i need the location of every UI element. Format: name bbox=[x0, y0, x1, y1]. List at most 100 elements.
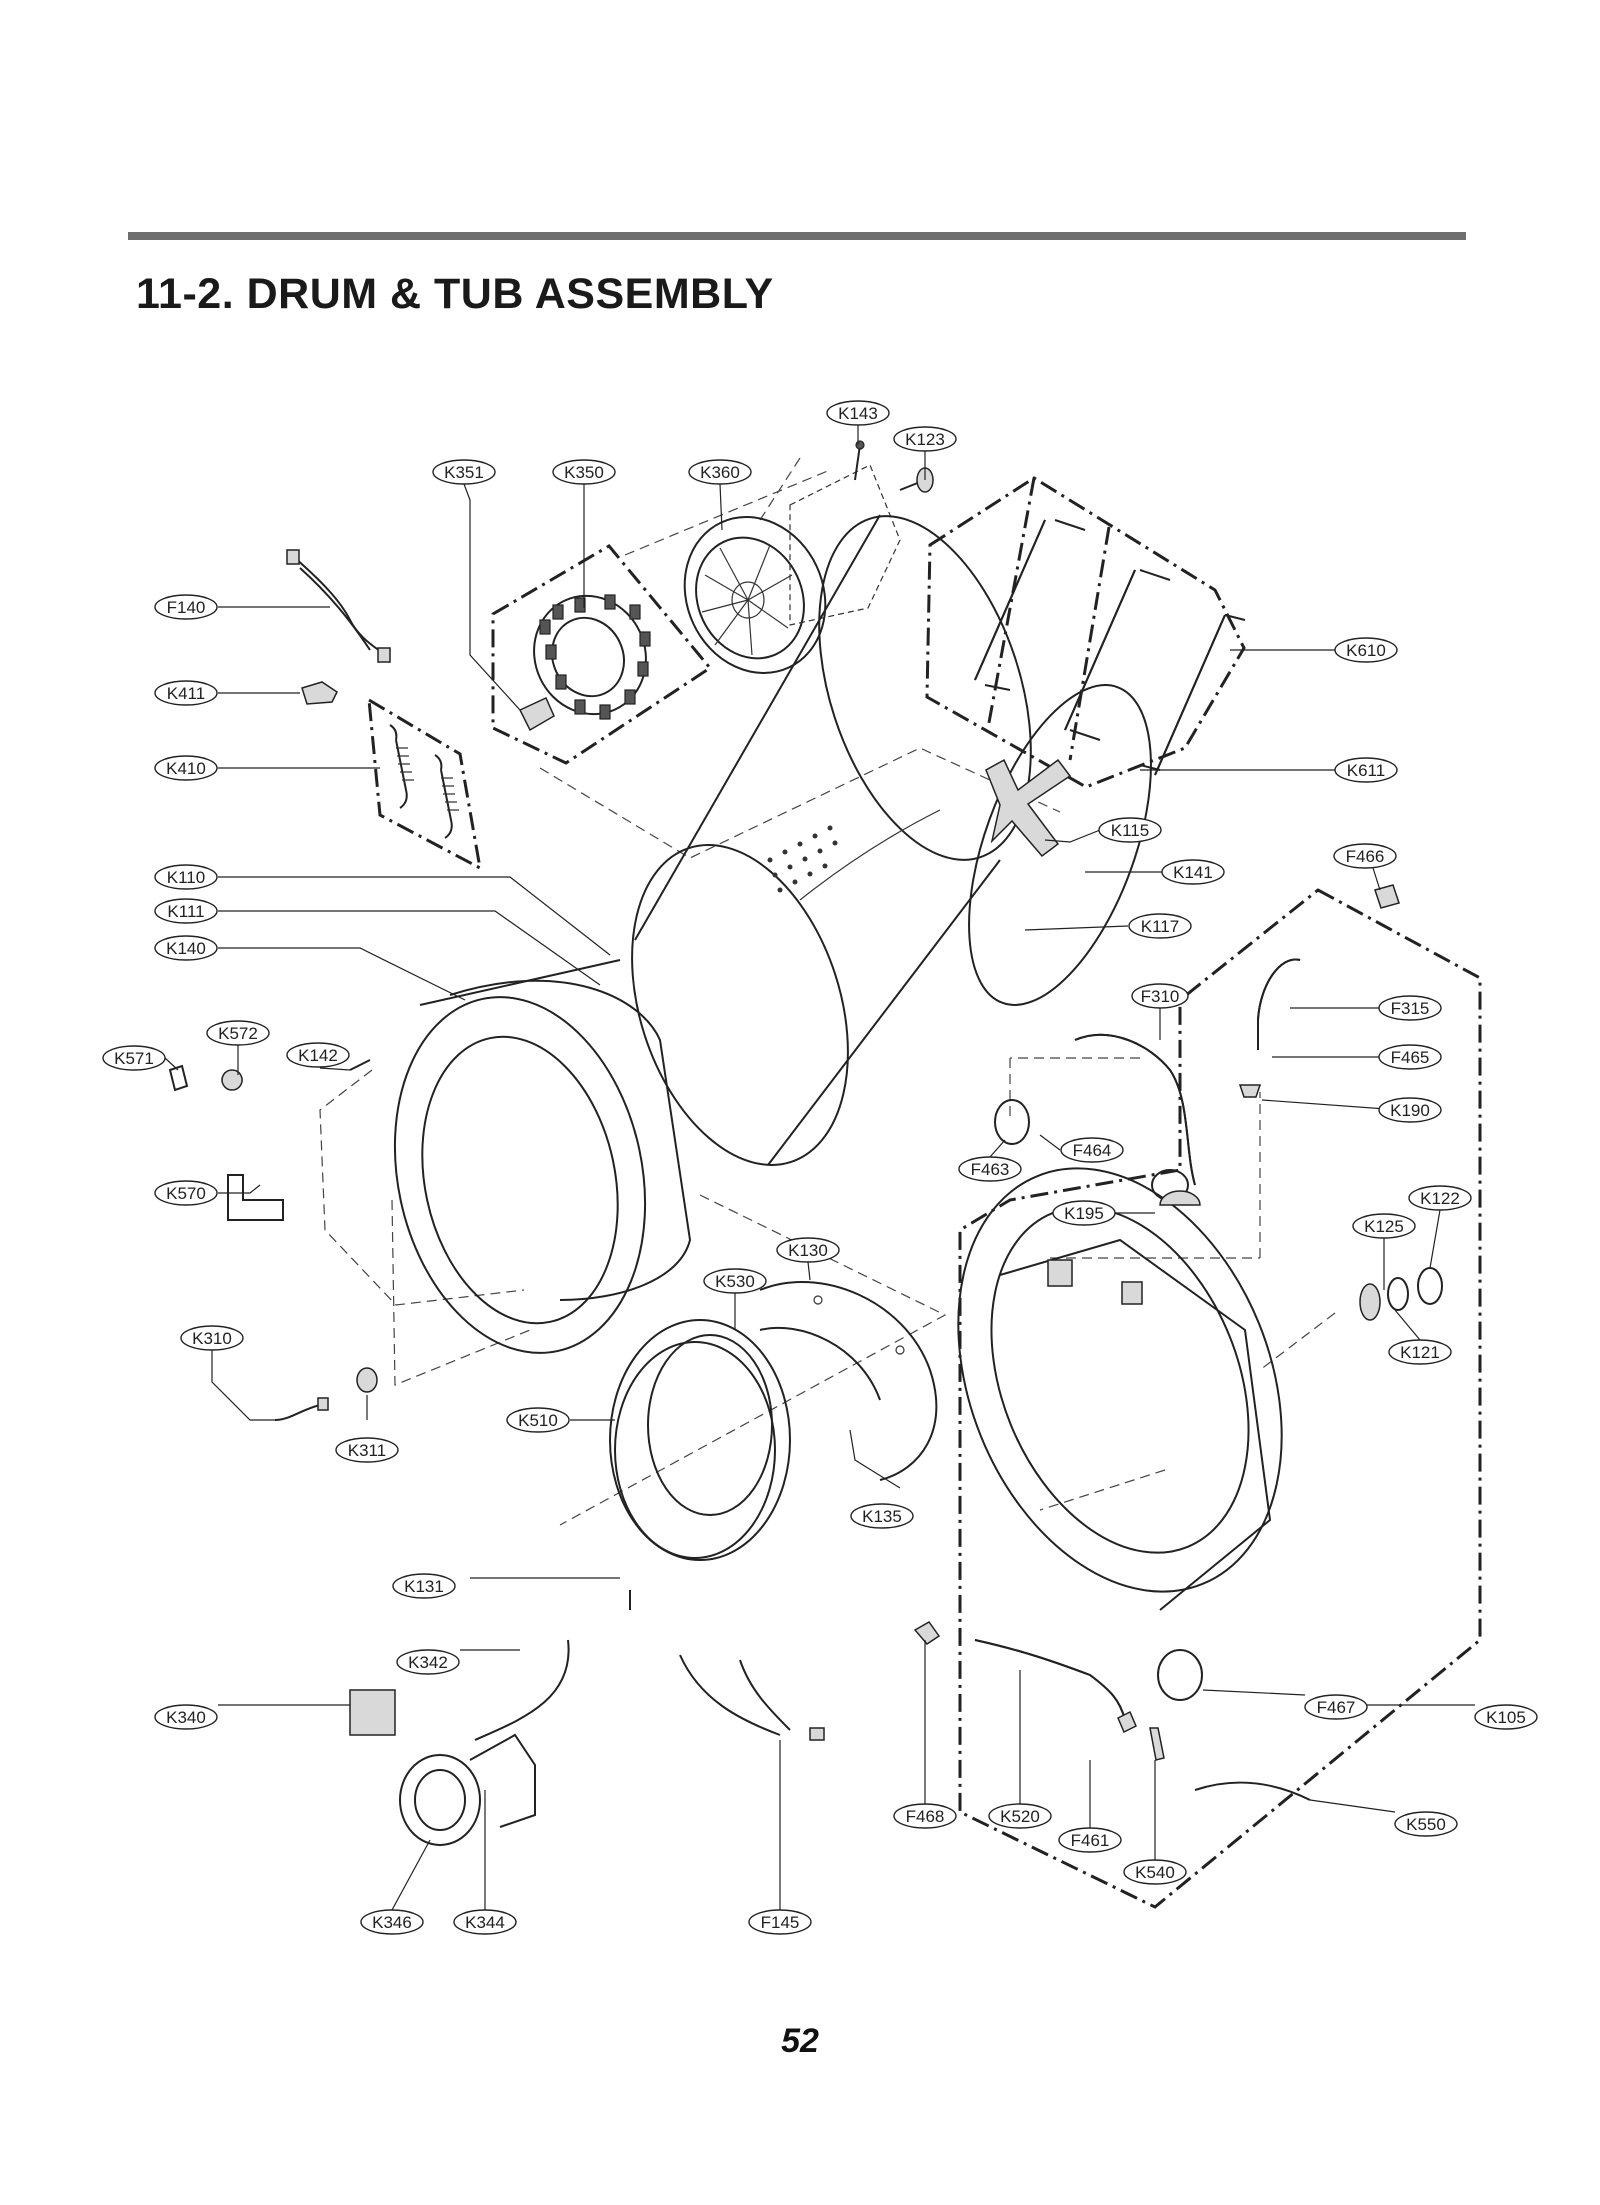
label-K125: K125 bbox=[1352, 1213, 1416, 1239]
label-K123: K123 bbox=[893, 426, 957, 452]
spider-k115 bbox=[968, 684, 1152, 1006]
label-K540: K540 bbox=[1123, 1859, 1187, 1885]
svg-text:K540: K540 bbox=[1135, 1863, 1175, 1882]
svg-text:F465: F465 bbox=[1391, 1048, 1430, 1067]
label-K410: K410 bbox=[154, 755, 218, 781]
tub-rear-group-outline bbox=[958, 888, 1482, 1909]
label-K510: K510 bbox=[506, 1407, 570, 1433]
wire-k550 bbox=[1194, 1781, 1311, 1801]
label-K135: K135 bbox=[850, 1503, 914, 1529]
svg-text:K530: K530 bbox=[715, 1272, 755, 1291]
svg-text:F468: F468 bbox=[906, 1807, 945, 1826]
thermistor-k310 bbox=[274, 1397, 329, 1421]
svg-text:K115: K115 bbox=[1111, 821, 1149, 840]
svg-text:K140: K140 bbox=[166, 939, 206, 958]
clamp-f467 bbox=[1157, 1649, 1203, 1701]
svg-text:K520: K520 bbox=[1000, 1807, 1040, 1826]
label-K142: K142 bbox=[286, 1042, 350, 1068]
svg-text:K141: K141 bbox=[1173, 863, 1213, 882]
svg-text:K110: K110 bbox=[167, 868, 205, 887]
construction-lines bbox=[319, 457, 1336, 1526]
damper-divider-1 bbox=[986, 477, 1036, 729]
label-K571: K571 bbox=[102, 1045, 166, 1071]
label-K344: K344 bbox=[453, 1909, 517, 1935]
harness-f145 bbox=[679, 1654, 825, 1741]
label-K195: K195 bbox=[1052, 1200, 1116, 1226]
svg-text:K342: K342 bbox=[408, 1653, 448, 1672]
label-K550: K550 bbox=[1394, 1811, 1458, 1837]
label-K530: K530 bbox=[703, 1268, 767, 1294]
label-K350: K350 bbox=[552, 459, 616, 485]
label-K570: K570 bbox=[154, 1180, 218, 1206]
hose-fittings bbox=[168, 1064, 284, 1221]
label-K351: K351 bbox=[432, 459, 496, 485]
label-F463: F463 bbox=[958, 1156, 1022, 1182]
label-F315: F315 bbox=[1378, 995, 1442, 1021]
svg-text:K117: K117 bbox=[1141, 917, 1179, 936]
label-K342: K342 bbox=[396, 1649, 460, 1675]
svg-text:K344: K344 bbox=[465, 1913, 505, 1932]
label-K143: K143 bbox=[826, 400, 890, 426]
svg-text:K570: K570 bbox=[166, 1184, 206, 1203]
label-F145: F145 bbox=[748, 1909, 812, 1935]
svg-text:K340: K340 bbox=[166, 1708, 206, 1727]
svg-text:K360: K360 bbox=[700, 463, 740, 482]
svg-text:F310: F310 bbox=[1141, 987, 1180, 1006]
label-F465: F465 bbox=[1378, 1044, 1442, 1070]
page-number: 52 bbox=[781, 2022, 819, 2060]
label-K115: K115 bbox=[1098, 817, 1162, 843]
svg-text:K571: K571 bbox=[114, 1049, 154, 1068]
label-K190: K190 bbox=[1378, 1097, 1442, 1123]
svg-text:F464: F464 bbox=[1073, 1141, 1112, 1160]
svg-text:K610: K610 bbox=[1346, 641, 1386, 660]
label-K105: K105 bbox=[1474, 1704, 1538, 1730]
svg-text:K310: K310 bbox=[192, 1329, 232, 1348]
label-K611: K611 bbox=[1334, 757, 1398, 783]
sensor-k190 bbox=[1238, 1084, 1262, 1098]
svg-text:K111: K111 bbox=[167, 902, 204, 921]
clip-f466 bbox=[1374, 884, 1400, 909]
parts bbox=[168, 440, 1443, 1846]
clip-k411 bbox=[301, 681, 338, 705]
hall-sensor-k351 bbox=[518, 697, 555, 732]
label-F464: F464 bbox=[1060, 1137, 1124, 1163]
label-K130: K130 bbox=[776, 1237, 840, 1263]
label-F310: F310 bbox=[1131, 983, 1189, 1009]
svg-text:K572: K572 bbox=[218, 1024, 258, 1043]
label-K610: K610 bbox=[1334, 637, 1398, 663]
svg-text:K121: K121 bbox=[1400, 1343, 1440, 1362]
label-K411: K411 bbox=[154, 680, 218, 706]
dampers-k610-k611 bbox=[974, 519, 1246, 776]
part-k540 bbox=[1149, 1727, 1165, 1761]
svg-text:K131: K131 bbox=[404, 1577, 444, 1596]
label-K110: K110 bbox=[154, 864, 218, 890]
label-K141: K141 bbox=[1161, 859, 1225, 885]
page-title: 11-2. DRUM & TUB ASSEMBLY bbox=[136, 270, 774, 318]
label-F468: F468 bbox=[893, 1803, 957, 1829]
label-K122: K122 bbox=[1408, 1185, 1472, 1211]
svg-text:K510: K510 bbox=[518, 1411, 558, 1430]
svg-text:K123: K123 bbox=[905, 430, 945, 449]
label-K111: K111 bbox=[154, 898, 218, 924]
label-K311: K311 bbox=[335, 1437, 399, 1463]
tub-front-k140 bbox=[393, 959, 692, 1354]
svg-text:K410: K410 bbox=[166, 759, 206, 778]
label-K131: K131 bbox=[392, 1573, 456, 1599]
spring-group-outline bbox=[367, 697, 483, 871]
svg-text:K142: K142 bbox=[298, 1046, 338, 1065]
svg-text:F140: F140 bbox=[167, 598, 206, 617]
svg-text:K351: K351 bbox=[444, 463, 484, 482]
svg-text:K550: K550 bbox=[1406, 1815, 1446, 1834]
gasket-k510 bbox=[609, 1281, 938, 1561]
svg-text:K135: K135 bbox=[862, 1507, 902, 1526]
bearings bbox=[1359, 1267, 1443, 1321]
clip-f468 bbox=[913, 1621, 941, 1645]
drum-k110 bbox=[631, 514, 1032, 1166]
label-K572: K572 bbox=[206, 1020, 270, 1046]
tub-rear-k105 bbox=[957, 1167, 1283, 1611]
svg-text:F145: F145 bbox=[761, 1913, 800, 1932]
label-F140: F140 bbox=[154, 594, 218, 620]
svg-text:K130: K130 bbox=[788, 1241, 828, 1260]
label-K121: K121 bbox=[1388, 1339, 1452, 1365]
